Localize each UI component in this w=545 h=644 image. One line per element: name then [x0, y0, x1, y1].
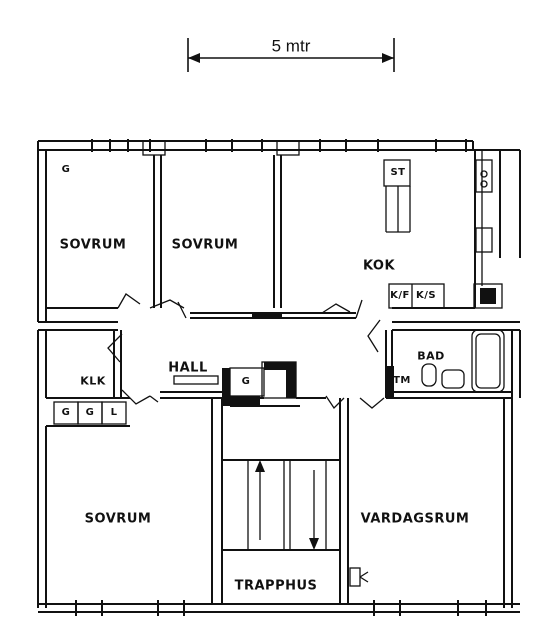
fixture-label-g-top-left: G	[61, 164, 71, 175]
room-label-klk: KLK	[80, 374, 106, 388]
fixture-label-kf: K/F	[390, 290, 410, 301]
fixture-label-st: ST	[390, 167, 406, 178]
room-label-kok: KOK	[362, 258, 396, 274]
room-label-hall: HALL	[168, 360, 208, 376]
hall-walls	[160, 361, 326, 407]
fixture-label-ks: K/S	[415, 290, 437, 301]
kitchen-fixtures	[383, 159, 503, 309]
middle-walls	[37, 321, 521, 399]
scale-label: 5 mtr	[271, 36, 311, 56]
room-label-sovrum-2: SOVRUM	[171, 237, 239, 253]
fixture-label-g-hall: G	[241, 376, 251, 387]
fixture-label-l: L	[110, 407, 118, 418]
bath-fixtures	[421, 329, 505, 393]
room-label-sovrum-3: SOVRUM	[84, 511, 152, 527]
fixture-label-g2: G	[85, 407, 95, 418]
room-label-vardagsrum: VARDAGSRUM	[360, 511, 470, 527]
stairwell	[222, 459, 340, 551]
scale-bar	[187, 38, 395, 72]
lower-walls	[37, 397, 520, 616]
top-outer-wall	[37, 139, 521, 322]
door-swings	[107, 293, 385, 410]
room-label-sovrum-1: SOVRUM	[59, 237, 127, 253]
room-label-bad: BAD	[417, 349, 445, 363]
fixture-label-tm: TM	[393, 375, 411, 386]
room-label-trapphus: TRAPPHUS	[234, 578, 318, 594]
fixture-label-g1: G	[61, 407, 71, 418]
